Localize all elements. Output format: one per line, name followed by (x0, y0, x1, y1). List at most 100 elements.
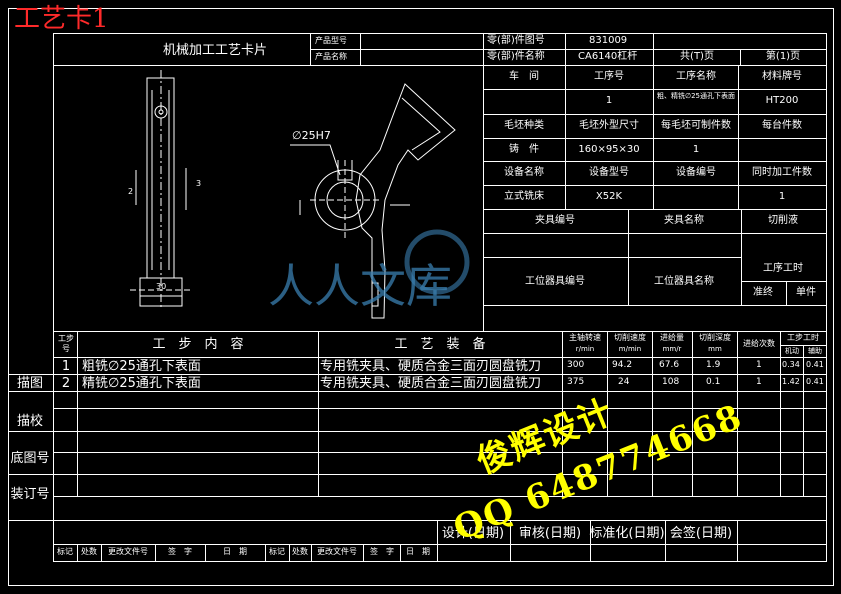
station-tool-name-label: 工位器具名称 (654, 276, 714, 287)
step-1-no: 1 (61, 359, 71, 374)
station-tool-no-label: 工位器具编号 (525, 276, 585, 287)
equip-name-label: 设备名称 (504, 167, 544, 178)
inner-border (53, 33, 827, 562)
side-label-base-drawing-no: 底图号 (10, 451, 50, 466)
signoff-design: 设计(日期) (441, 526, 505, 541)
rev-header-mark-2: 标记 (269, 547, 285, 556)
step-2-machine: 1.42 (782, 377, 800, 386)
step-1-aux: 0.41 (806, 360, 824, 369)
step-2-equipment: 专用铣夹具、硬质合金三面刃圆盘铣刀 (320, 376, 542, 391)
coolant-label: 切削液 (768, 215, 798, 226)
material-label: 材料牌号 (762, 71, 802, 82)
watermark-emblem (404, 229, 470, 295)
material: HT200 (765, 95, 799, 106)
prep-label: 准终 (753, 287, 773, 298)
workshop-label: 车 间 (509, 71, 539, 82)
step-2-content: 精铣∅25通孔下表面 (82, 376, 201, 391)
blank-type: 铸 件 (509, 144, 539, 155)
rev-header-docno-1: 更改文件号 (108, 547, 148, 556)
spindle-unit: r/min (575, 345, 595, 353)
feed-unit: mm/r (662, 345, 682, 353)
parts-per-blank-label: 每毛坯可制件数 (661, 120, 731, 131)
process-name: 粗、精铣∅25通孔下表面 (656, 92, 735, 100)
step-content-header: 工 步 内 容 (152, 337, 244, 352)
simultaneous: 1 (778, 191, 786, 202)
equip-name: 立式铣床 (504, 191, 544, 202)
blank-size-label: 毛坯外型尺寸 (579, 120, 639, 131)
step-1-equipment: 专用铣夹具、硬质合金三面刃圆盘铣刀 (320, 359, 542, 374)
equip-model-label: 设备型号 (589, 167, 629, 178)
signoff-standard: 标准化(日期) (589, 526, 665, 541)
part-drawing-right (290, 83, 456, 319)
fixture-no-label: 夹具编号 (535, 215, 575, 226)
step-2-feed: 108 (662, 377, 680, 387)
step-1-feed: 67.6 (659, 360, 680, 370)
page-no: 第(1)页 (765, 51, 801, 62)
step-2-depth: 0.1 (706, 377, 721, 387)
step-1-spindle: 300 (567, 360, 585, 370)
part-name-label: 零(部)件名称 (487, 51, 545, 62)
parts-per-unit-label: 每台件数 (762, 120, 802, 131)
equip-model: X52K (595, 191, 623, 202)
side-label-tracing: 描图 (16, 376, 44, 391)
step-1-content: 粗铣∅25通孔下表面 (82, 359, 201, 374)
step-2-passes: 1 (756, 377, 762, 387)
side-label-binding-no: 装订号 (10, 487, 50, 502)
time-machine-header: 机动 (785, 347, 799, 355)
signoff-countersign: 会签(日期) (669, 526, 733, 541)
rev-header-date-1: 日 期 (223, 547, 247, 556)
rev-header-count-1: 处数 (81, 547, 97, 556)
spindle-header: 主轴转速 (569, 333, 601, 342)
outer-border (8, 8, 834, 586)
product-model-label: 产品型号 (315, 36, 347, 45)
rev-header-date-2: 日 期 (406, 547, 430, 556)
watermark-logo-text: 人人文库 (268, 259, 452, 313)
form-title: 机械加工工艺卡片 (162, 43, 268, 58)
part-name: CA6140杠杆 (578, 51, 638, 62)
rev-header-docno-2: 更改文件号 (317, 547, 357, 556)
rev-header-sign-2: 签 字 (370, 547, 394, 556)
step-1-depth: 1.9 (706, 360, 721, 370)
dim-b: 3 (196, 179, 202, 188)
total-pages: 共(T)页 (680, 51, 714, 62)
unit-label: 单件 (796, 287, 816, 298)
fixture-name-label: 夹具名称 (664, 215, 704, 226)
process-no-label: 工序号 (594, 71, 624, 82)
rev-header-mark-1: 标记 (57, 547, 73, 556)
process-name-label: 工序名称 (676, 71, 716, 82)
feed-header: 进给量 (660, 333, 684, 342)
time-header: 工步工时 (787, 333, 819, 342)
depth-unit: mm (708, 345, 722, 353)
step-equipment-header: 工 艺 装 备 (394, 337, 486, 352)
part-drawing-no-label: 零(部)件图号 (487, 35, 545, 46)
time-aux-header: 辅助 (808, 347, 822, 355)
step-2-speed: 24 (618, 377, 630, 387)
signoff-review: 审核(日期) (518, 526, 582, 541)
speed-header: 切削速度 (614, 333, 646, 342)
part-drawing-left (130, 70, 192, 310)
step-2-aux: 0.41 (806, 377, 824, 386)
rev-header-count-2: 处数 (292, 547, 308, 556)
hole-dimension: ∅25H7 (292, 129, 331, 142)
simultaneous-label: 同时加工件数 (752, 167, 812, 178)
step-2-spindle: 375 (567, 377, 585, 387)
product-name-label: 产品名称 (315, 52, 347, 61)
passes-header: 进给次数 (743, 339, 775, 348)
equip-no-label: 设备编号 (676, 167, 716, 178)
parts-per-blank: 1 (692, 144, 700, 155)
side-label-trace-check: 描校 (16, 414, 44, 429)
step-2-no: 2 (61, 376, 71, 391)
process-no: 1 (605, 95, 613, 106)
step-1-machine: 0.34 (782, 360, 800, 369)
process-time-label: 工序工时 (763, 263, 803, 274)
depth-header: 切削深度 (699, 333, 731, 342)
blank-size: 160×95×30 (578, 144, 640, 155)
blank-type-label: 毛坯种类 (504, 120, 544, 131)
dim-a: 2 (128, 187, 134, 196)
speed-unit: m/min (618, 345, 642, 353)
step-1-speed: 94.2 (612, 360, 633, 370)
part-drawing-no: 831009 (589, 35, 628, 46)
dim-c: 30 (156, 282, 167, 291)
step-no-header: 工步号 (58, 334, 74, 353)
